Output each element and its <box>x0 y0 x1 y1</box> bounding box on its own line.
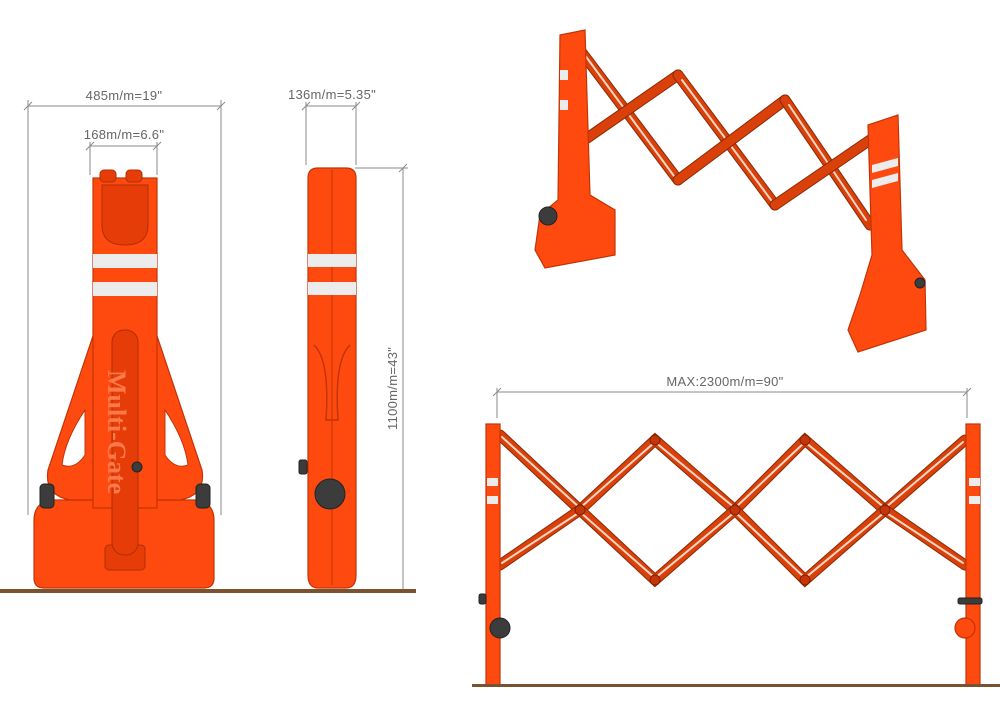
dimension-top-width: 168m/m=6.6" <box>84 127 165 175</box>
ground-line-left <box>0 589 416 593</box>
perspective-left-wheel-icon <box>538 206 558 226</box>
dimension-height: 1100m/m=43" <box>355 163 408 590</box>
wheel-left-icon <box>39 483 55 509</box>
scissor-lattice <box>494 429 971 588</box>
wheel-right-icon <box>195 483 211 509</box>
brand-text: Multi-Gate <box>102 370 131 494</box>
max-extension-label: MAX:2300m/m=90" <box>666 374 783 389</box>
ground-line-right <box>472 684 1000 687</box>
top-width-label: 168m/m=6.6" <box>84 127 165 142</box>
dimension-overall-width: 485m/m=19" <box>23 88 226 515</box>
right-post <box>965 423 981 687</box>
right-wheel-icon <box>954 617 976 639</box>
side-pin-icon <box>298 459 308 475</box>
dimension-side-depth: 136m/m=5.35" <box>288 87 376 165</box>
perspective-right-wheel-icon <box>914 277 926 289</box>
extended-elevation: MAX:2300m/m=90" <box>478 374 983 687</box>
left-wheel-icon <box>489 617 511 639</box>
lock-pin-icon <box>131 461 143 473</box>
side-depth-label: 136m/m=5.35" <box>288 87 376 102</box>
overall-width-label: 485m/m=19" <box>86 88 163 103</box>
side-wheel-icon <box>314 478 346 510</box>
left-post <box>485 423 501 687</box>
perspective-view <box>534 29 927 353</box>
height-label: 1100m/m=43" <box>385 347 400 430</box>
side-view: 136m/m=5.35" 1100m/m=43" <box>288 87 408 590</box>
dimension-max-extension: MAX:2300m/m=90" <box>492 374 972 418</box>
front-view: 485m/m=19" 168m/m=6.6" Multi-Gate <box>23 88 226 589</box>
